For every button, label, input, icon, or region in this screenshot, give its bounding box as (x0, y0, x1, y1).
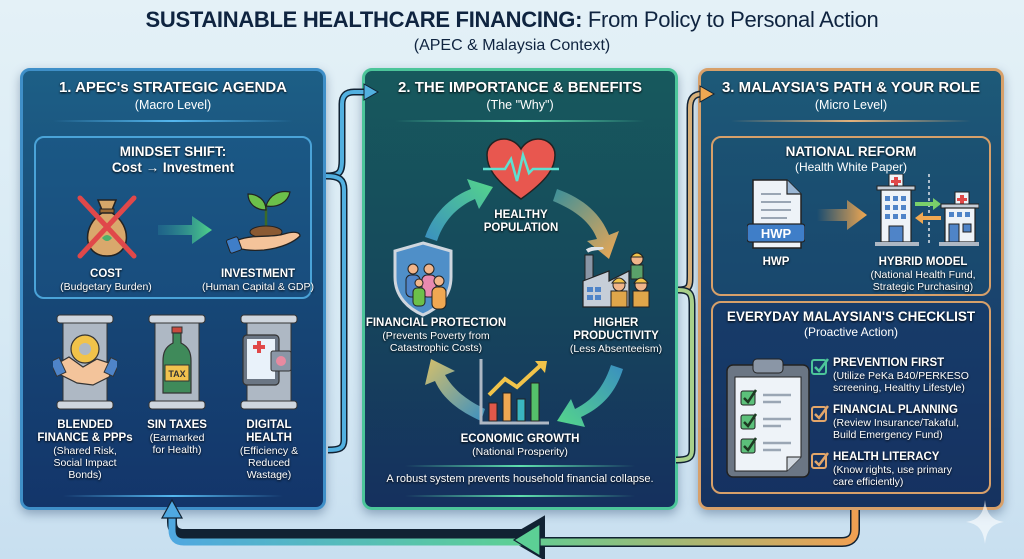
divider (63, 495, 283, 497)
panel-subtitle: (Macro Level) (134, 98, 212, 112)
panel-title: 1. APEC's STRATEGIC AGENDA (58, 79, 288, 96)
arrow-left-icon (512, 522, 541, 558)
panel-subtitle: (The "Why") (486, 98, 554, 112)
connector-1-to-2 (325, 88, 366, 454)
reform-title: NATIONAL REFORM (785, 144, 917, 159)
checkbox-checked-icon (811, 358, 829, 375)
cycle-financial-protection: FINANCIAL PROTECTION (Prevents Poverty f… (365, 317, 507, 354)
reform-subtitle: (Health White Paper) (794, 160, 908, 174)
checkbox-checked-icon (811, 452, 829, 469)
checklist-item-health-literacy: HEALTH LITERACY (Know rights, use primar… (811, 451, 998, 488)
panel-title: 2. THE IMPORTANCE & BENEFITS (398, 79, 642, 96)
cost-label: COST (Budgetary Burden) (60, 268, 152, 293)
cycle-healthy-population: HEALTHY POPULATION (483, 209, 559, 234)
hybrid-model-label: HYBRID MODEL (National Health Fund, Stra… (870, 256, 976, 293)
tax-bottle-icon: TAX (148, 314, 206, 410)
shield-family-icon (393, 241, 453, 317)
checklist-item-financial-planning: FINANCIAL PLANNING (Review Insurance/Tak… (811, 404, 998, 441)
header: SUSTAINABLE HEALTHCARE FINANCING: From P… (0, 6, 1024, 56)
cycle-arrows-icon (425, 179, 623, 427)
panel-malaysia-path: 3. MALAYSIA'S PATH & YOUR ROLE (Micro Le… (698, 68, 1004, 510)
divider (53, 120, 293, 122)
mindset-title: MINDSET SHIFT: (119, 144, 227, 159)
checklist-item-prevention: PREVENTION FIRST (Utilize PeKa B40/PERKE… (811, 357, 998, 394)
mindset-shift-box: MINDSET SHIFT: Cost → Investment COST (34, 136, 314, 299)
divider (731, 120, 971, 122)
title-rest: From Policy to Personal Action (582, 7, 879, 32)
svg-text:HWP: HWP (761, 226, 792, 241)
arrow-right-icon (158, 216, 212, 244)
factory-workers-icon (582, 247, 650, 308)
national-reform-box: NATIONAL REFORM (Health White Paper) HWP (711, 136, 991, 296)
handshake-gear-icon (53, 314, 117, 410)
title-bold: SUSTAINABLE HEALTHCARE FINANCING: (145, 7, 583, 32)
pillar-blended-finance: BLENDED FINANCE & PPPs (Shared Risk, Soc… (37, 419, 133, 481)
crossed-money-bag-icon (77, 195, 137, 259)
panel-note: A robust system prevents household finan… (386, 473, 654, 485)
hand-sprout-icon (226, 190, 301, 254)
mindset-subtitle: Cost → Investment (111, 160, 235, 175)
checklist-title: EVERYDAY MALAYSIAN'S CHECKLIST (726, 309, 976, 324)
hwp-label: HWP (762, 256, 790, 268)
pillar-digital-health: DIGITAL HEALTH (Efficiency & Reduced Was… (239, 419, 299, 481)
hospitals-exchange-icon (875, 174, 979, 246)
investment-label: INVESTMENT (Human Capital & GDP) (201, 268, 315, 293)
growth-chart-icon (479, 359, 549, 425)
panel-subtitle: (Micro Level) (814, 98, 888, 112)
heart-pulse-icon (483, 138, 559, 200)
clipboard-icon (726, 358, 810, 478)
tablet-chip-icon (240, 314, 298, 410)
divider (405, 465, 635, 467)
document-icon: HWP (747, 179, 805, 249)
return-flow-outline (167, 510, 860, 559)
arrow-right-icon (817, 200, 867, 230)
return-flow-arrow (168, 510, 859, 546)
divider (405, 495, 635, 497)
panel-apec-agenda: 1. APEC's STRATEGIC AGENDA (Macro Level)… (20, 68, 326, 510)
checklist-subtitle: (Proactive Action) (803, 325, 899, 339)
pillar-sin-taxes: SIN TAXES (Earmarked for Health) (147, 419, 207, 456)
checkbox-checked-icon (811, 405, 829, 422)
page-title: SUSTAINABLE HEALTHCARE FINANCING: From P… (0, 6, 1024, 34)
svg-text:TAX: TAX (168, 369, 185, 379)
page-subtitle: (APEC & Malaysia Context) (413, 37, 611, 54)
cycle-economic-growth: ECONOMIC GROWTH (National Prosperity) (460, 433, 580, 458)
checklist-box: EVERYDAY MALAYSIAN'S CHECKLIST (Proactiv… (711, 301, 991, 494)
panel-title: 3. MALAYSIA'S PATH & YOUR ROLE (721, 79, 981, 96)
cycle-higher-productivity: HIGHER PRODUCTIVITY (Less Absenteeism) (569, 317, 663, 355)
panel-importance-benefits: 2. THE IMPORTANCE & BENEFITS (The "Why")… (362, 68, 678, 510)
divider (395, 120, 645, 122)
